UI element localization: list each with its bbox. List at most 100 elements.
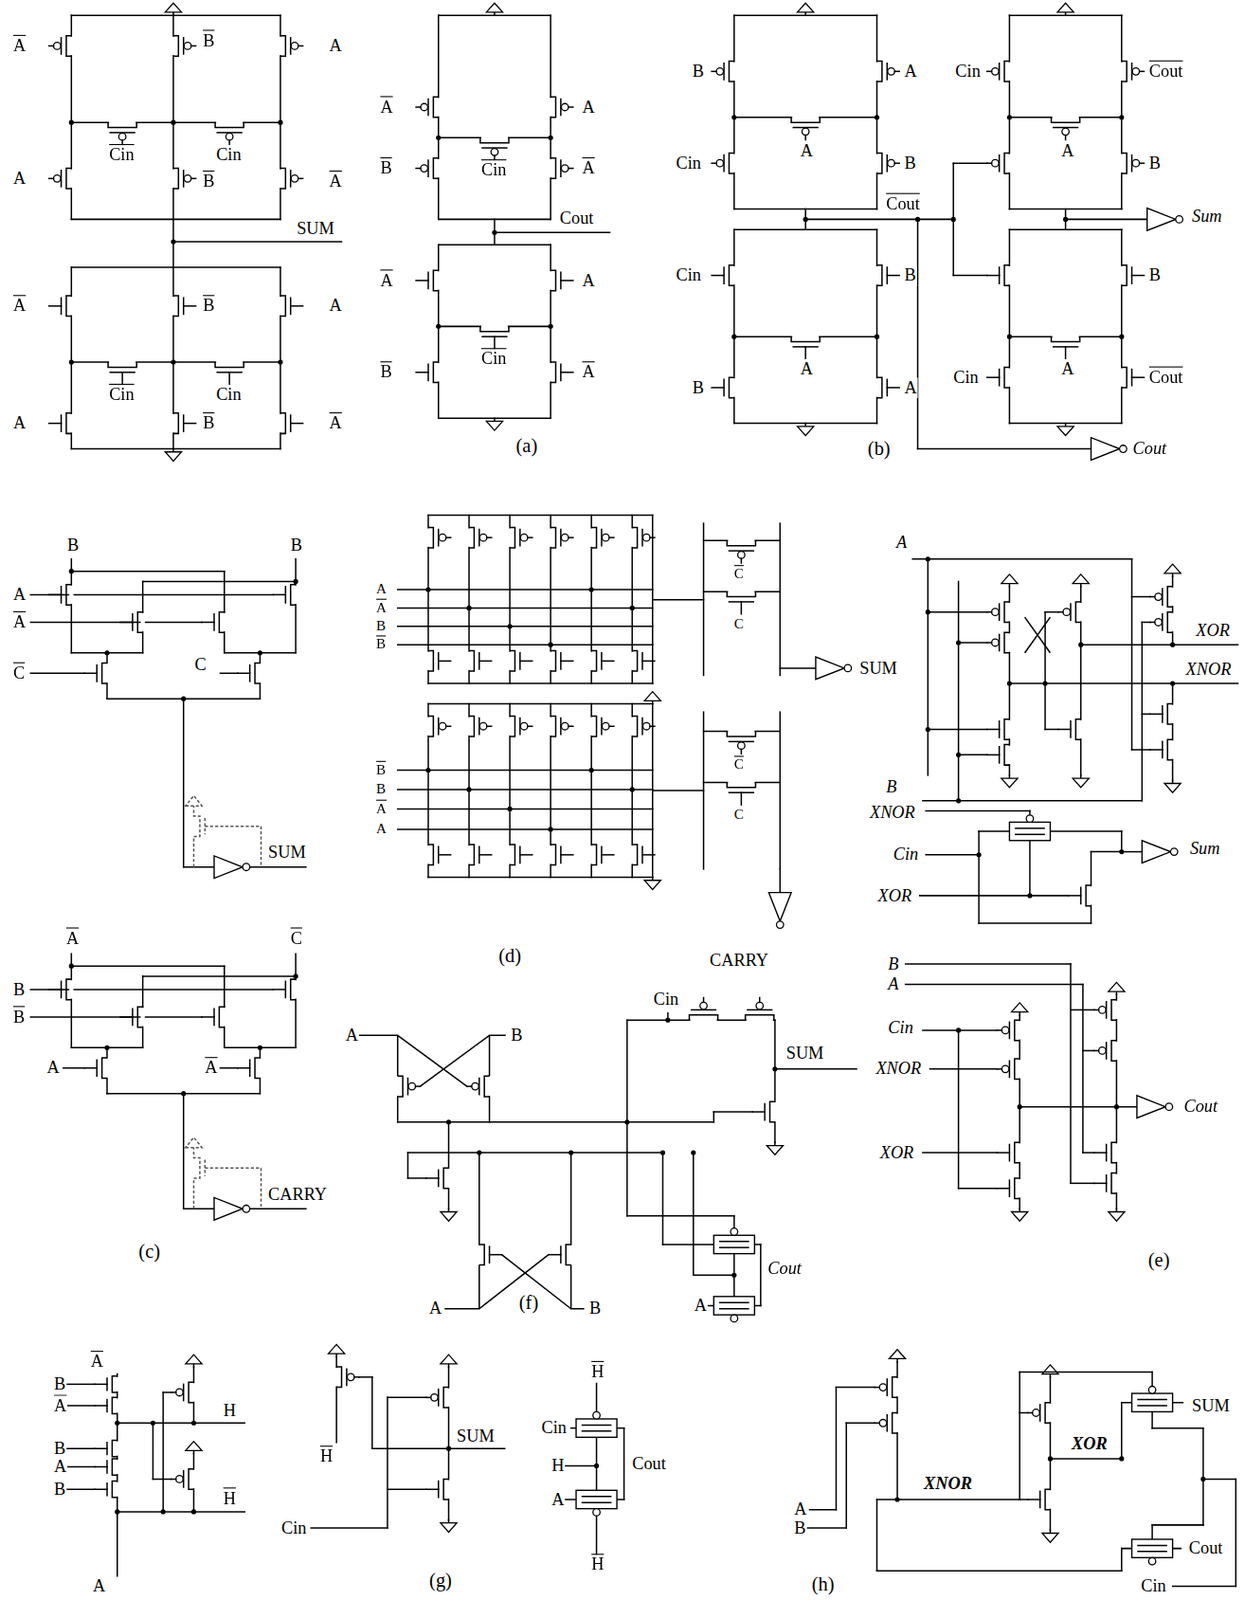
wire: [469, 715, 474, 737]
wire: [711, 162, 717, 164]
wire: [94, 1383, 108, 1386]
wire: [1015, 827, 1045, 830]
wire-gap: [1170, 704, 1174, 723]
junction-dot: [630, 605, 635, 611]
inversion-bubble: [438, 533, 447, 542]
wire: [290, 422, 304, 425]
wire: [987, 728, 1000, 731]
wire: [143, 580, 296, 583]
wire: [733, 15, 736, 209]
junction-dot: [435, 135, 441, 141]
wire: [1049, 830, 1121, 832]
wire: [1132, 748, 1151, 751]
junction-dot: [114, 1508, 120, 1514]
junction-dot: [665, 1017, 670, 1023]
junction-dot: [170, 359, 176, 364]
signal-label: H: [222, 1400, 237, 1421]
wire: [407, 1176, 426, 1179]
wire: [1014, 1058, 1020, 1080]
inversion-bubble: [471, 1082, 480, 1090]
signal-label: A: [328, 36, 343, 56]
wire: [415, 1084, 421, 1087]
figure-label: (g): [428, 1568, 453, 1591]
junction-dot: [425, 767, 431, 773]
wire: [1051, 117, 1081, 123]
wire: [1111, 1040, 1117, 1062]
wire: [219, 1066, 237, 1069]
wire: [520, 660, 533, 663]
wire: [1051, 336, 1081, 342]
wire: [616, 1426, 625, 1429]
wire-gap: [115, 1481, 120, 1497]
wire: [1132, 376, 1145, 379]
supply-symbol: [440, 1353, 457, 1364]
wire: [480, 325, 509, 331]
junction-dot: [548, 642, 554, 648]
signal-label: B: [375, 780, 387, 797]
wire: [560, 660, 574, 663]
junction-dot: [956, 797, 961, 803]
wire: [111, 1480, 117, 1498]
wire: [1120, 15, 1123, 209]
wire: [182, 698, 185, 867]
signal-label: A: [328, 295, 343, 316]
wire: [591, 650, 596, 672]
junction-dot: [731, 1272, 737, 1278]
wire: [745, 1014, 775, 1020]
wire: [1152, 1523, 1204, 1526]
inversion-bubble: [53, 175, 61, 183]
junction-dot: [293, 973, 299, 978]
wire-gap: [69, 414, 73, 433]
junction-dot: [104, 649, 109, 655]
inversion-bubble: [290, 42, 299, 51]
wire: [1019, 1411, 1029, 1414]
wire: [49, 305, 62, 307]
inversion-bubble: [844, 664, 852, 672]
inversion-bubble: [438, 721, 447, 730]
signal-label: Cout: [559, 208, 596, 229]
dotted-keeper: [193, 805, 199, 867]
wire: [1069, 963, 1072, 1183]
junction-dot: [1007, 680, 1012, 686]
wire: [1094, 1182, 1107, 1185]
inversion-bubble: [560, 164, 569, 173]
inversion-bubble: [887, 159, 896, 167]
wire-gap: [1119, 62, 1124, 81]
wire: [978, 921, 1091, 924]
wire: [94, 1487, 108, 1490]
signal-label: B: [378, 158, 393, 179]
wire: [30, 988, 273, 991]
signal-label: Cin: [674, 265, 703, 286]
wire: [428, 650, 434, 672]
wire-gap: [1170, 587, 1174, 606]
wire: [1172, 1547, 1182, 1550]
wire: [953, 274, 988, 277]
wire: [428, 682, 653, 685]
junction-dot: [956, 752, 961, 758]
junction-dot: [425, 586, 431, 592]
inverter-symbol: [815, 656, 845, 680]
dotted-keeper: [204, 1167, 261, 1209]
inversion-bubble: [716, 159, 724, 167]
wire: [917, 218, 920, 449]
wire-gap: [746, 1017, 774, 1022]
wire: [927, 611, 987, 614]
supply-symbol: [164, 2, 181, 13]
wire: [102, 1057, 108, 1079]
inversion-bubble: [1148, 1386, 1156, 1394]
wire: [250, 866, 307, 868]
signal-label: H: [550, 1455, 565, 1476]
wire: [102, 663, 108, 685]
junction-dot: [976, 851, 982, 857]
wire-gap: [727, 589, 755, 594]
signal-label: Cin: [480, 348, 508, 369]
wire: [71, 121, 281, 124]
wire: [336, 1366, 342, 1388]
wire-gap: [115, 1397, 120, 1412]
inversion-bubble: [700, 1001, 708, 1010]
wire: [359, 1375, 373, 1378]
wire-gap: [171, 36, 176, 55]
supply-symbol: [185, 1441, 202, 1451]
ground-symbol: [1072, 777, 1089, 788]
wire-gap: [467, 717, 471, 736]
